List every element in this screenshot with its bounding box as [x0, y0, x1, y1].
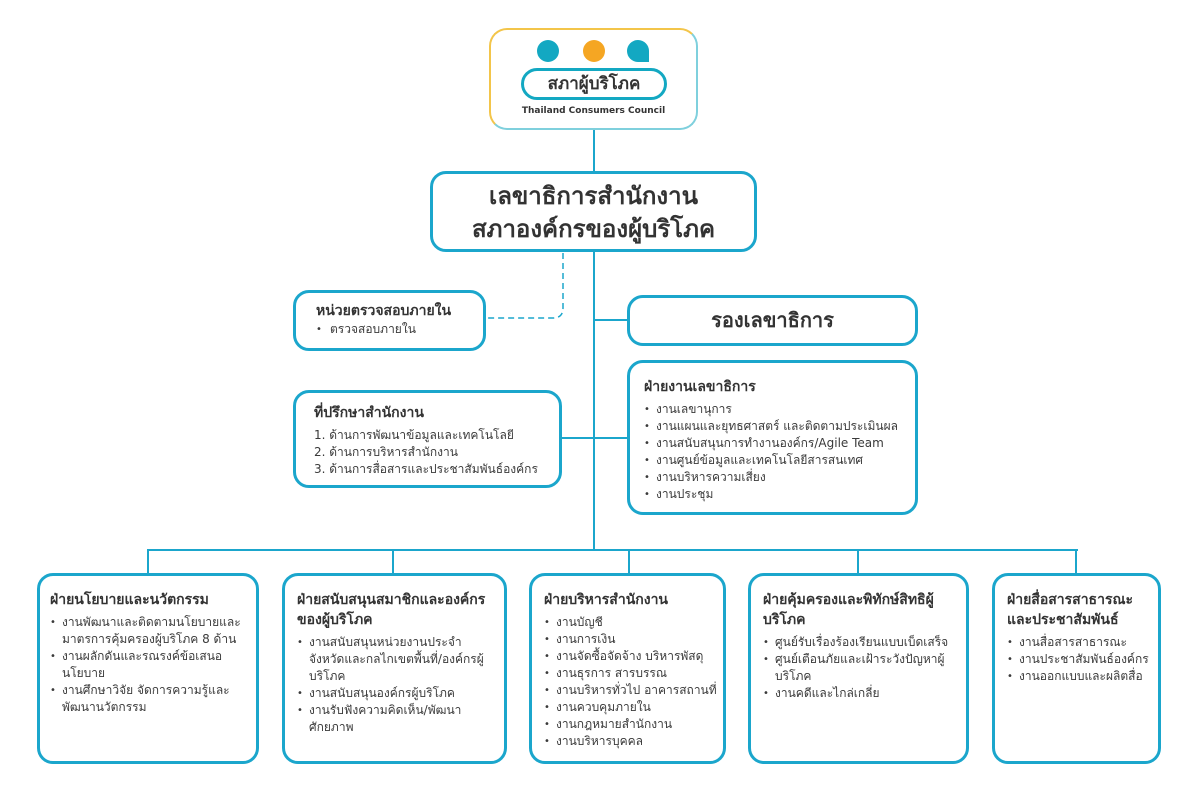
- logo-name-en: Thailand Consumers Council: [521, 106, 666, 116]
- secretariat-box: ฝ่ายงานเลขาธิการ งานเลขานุการ งานแผนและย…: [627, 360, 918, 515]
- list-item: งานธุรการ สารบรรณ: [544, 665, 717, 682]
- department-bus: [148, 549, 1078, 551]
- department-title: ฝ่ายสื่อสารสาธารณะและประชาสัมพันธ์: [1007, 592, 1133, 628]
- internal-audit-title: หน่วยตรวจสอบภายใน: [316, 303, 452, 319]
- advisors-box: ที่ปรึกษาสำนักงาน 1. ด้านการพัฒนาข้อมูลแ…: [293, 390, 562, 488]
- list-item: งานบัญชี: [544, 614, 717, 631]
- list-item: งานประชุม: [644, 486, 915, 503]
- list-item: งานจัดซื้อจัดจ้าง บริหารพัสดุ: [544, 648, 717, 665]
- department-title: ฝ่ายคุ้มครองและพิทักษ์สิทธิผู้บริโภค: [763, 592, 934, 628]
- list-item: ศูนย์รับเรื่องร้องเรียนแบบเบ็ดเสร็จ: [763, 634, 958, 651]
- department-admin-box: ฝ่ายบริหารสำนักงาน งานบัญชี งานการเงิน ง…: [529, 573, 726, 764]
- department-title: ฝ่ายนโยบายและนวัตกรรม: [50, 592, 209, 608]
- list-item: งานเลขานุการ: [644, 401, 915, 418]
- list-item: งานสื่อสารสาธารณะ: [1007, 634, 1152, 651]
- department-title: ฝ่ายบริหารสำนักงาน: [544, 592, 669, 608]
- logo-bubble-icon: [627, 40, 649, 62]
- list-item: งานผลักดันและรณรงค์ข้อเสนอนโยบาย: [50, 648, 248, 682]
- drop-1: [147, 549, 149, 574]
- list-item: งานสนับสนุนการทำงานองค์กร/Agile Team: [644, 435, 915, 452]
- advisor-connector: [560, 437, 628, 439]
- logo-name-th: สภาผู้บริโภค: [521, 68, 667, 100]
- department-title: ฝ่ายสนับสนุนสมาชิกและองค์กรของผู้บริโภค: [297, 592, 486, 628]
- list-item: งานพัฒนาและติดตามนโยบายและมาตรการคุ้มครอ…: [50, 614, 248, 648]
- list-item: งานคดีและไกล่เกลี่ย: [763, 685, 958, 702]
- deputy-title: รองเลขาธิการ: [711, 308, 834, 332]
- list-item: ศูนย์เตือนภัยและเฝ้าระวังปัญหาผู้บริโภค: [763, 651, 958, 685]
- drop-3: [628, 549, 630, 574]
- internal-audit-box: หน่วยตรวจสอบภายใน ตรวจสอบภายใน: [293, 290, 486, 351]
- secretariat-title: ฝ่ายงานเลขาธิการ: [644, 379, 756, 395]
- secretary-general-title: เลขาธิการสำนักงาน: [488, 182, 698, 210]
- list-item: 3. ด้านการสื่อสารและประชาสัมพันธ์องค์กร: [314, 462, 538, 476]
- department-communication-box: ฝ่ายสื่อสารสาธารณะและประชาสัมพันธ์ งานสื…: [992, 573, 1161, 764]
- advisors-title: ที่ปรึกษาสำนักงาน: [314, 405, 424, 421]
- drop-5: [1075, 549, 1077, 574]
- list-item: งานบริหารความเสี่ยง: [644, 469, 915, 486]
- list-item: งานบริหารทั่วไป อาคารสถานที่: [544, 682, 717, 699]
- list-item: งานแผนและยุทธศาสตร์ และติดตามประเมินผล: [644, 418, 915, 435]
- list-item: งานศูนย์ข้อมูลและเทคโนโลยีสารสนเทศ: [644, 452, 915, 469]
- deputy-connector: [594, 319, 628, 321]
- logo-dot-icon: [537, 40, 559, 62]
- department-members-box: ฝ่ายสนับสนุนสมาชิกและองค์กรของผู้บริโภค …: [282, 573, 507, 764]
- list-item: งานออกแบบและผลิตสื่อ: [1007, 668, 1152, 685]
- drop-4: [857, 549, 859, 574]
- list-item: งานบริหารบุคคล: [544, 733, 717, 750]
- drop-2: [392, 549, 394, 574]
- logo-dot-icon: [583, 40, 605, 62]
- list-item: 2. ด้านการบริหารสำนักงาน: [314, 445, 458, 459]
- list-item: งานสนับสนุนหน่วยงานประจำจังหวัดและกลไกเข…: [297, 634, 496, 685]
- main-connector: [593, 130, 595, 550]
- list-item: งานศึกษาวิจัย จัดการความรู้และพัฒนานวัตก…: [50, 682, 248, 716]
- list-item: 1. ด้านการพัฒนาข้อมูลและเทคโนโลยี: [314, 428, 514, 442]
- list-item: งานสนับสนุนองค์กรผู้บริโภค: [297, 685, 496, 702]
- list-item: งานควบคุมภายใน: [544, 699, 717, 716]
- secretary-general-box: เลขาธิการสำนักงาน สภาองค์กรของผู้บริโภค: [430, 171, 757, 252]
- secretary-general-subtitle: สภาองค์กรของผู้บริโภค: [471, 215, 716, 243]
- list-item: งานรับฟังความคิดเห็น/พัฒนาศักยภาพ: [297, 702, 496, 736]
- logo: สภาผู้บริโภค Thailand Consumers Council: [489, 28, 698, 130]
- deputy-box: รองเลขาธิการ: [627, 295, 918, 346]
- list-item: งานการเงิน: [544, 631, 717, 648]
- department-protection-box: ฝ่ายคุ้มครองและพิทักษ์สิทธิผู้บริโภค ศูน…: [748, 573, 969, 764]
- list-item: งานประชาสัมพันธ์องค์กร: [1007, 651, 1152, 668]
- department-policy-box: ฝ่ายนโยบายและนวัตกรรม งานพัฒนาและติดตามน…: [37, 573, 259, 764]
- list-item: ตรวจสอบภายใน: [316, 321, 483, 338]
- list-item: งานกฎหมายสำนักงาน: [544, 716, 717, 733]
